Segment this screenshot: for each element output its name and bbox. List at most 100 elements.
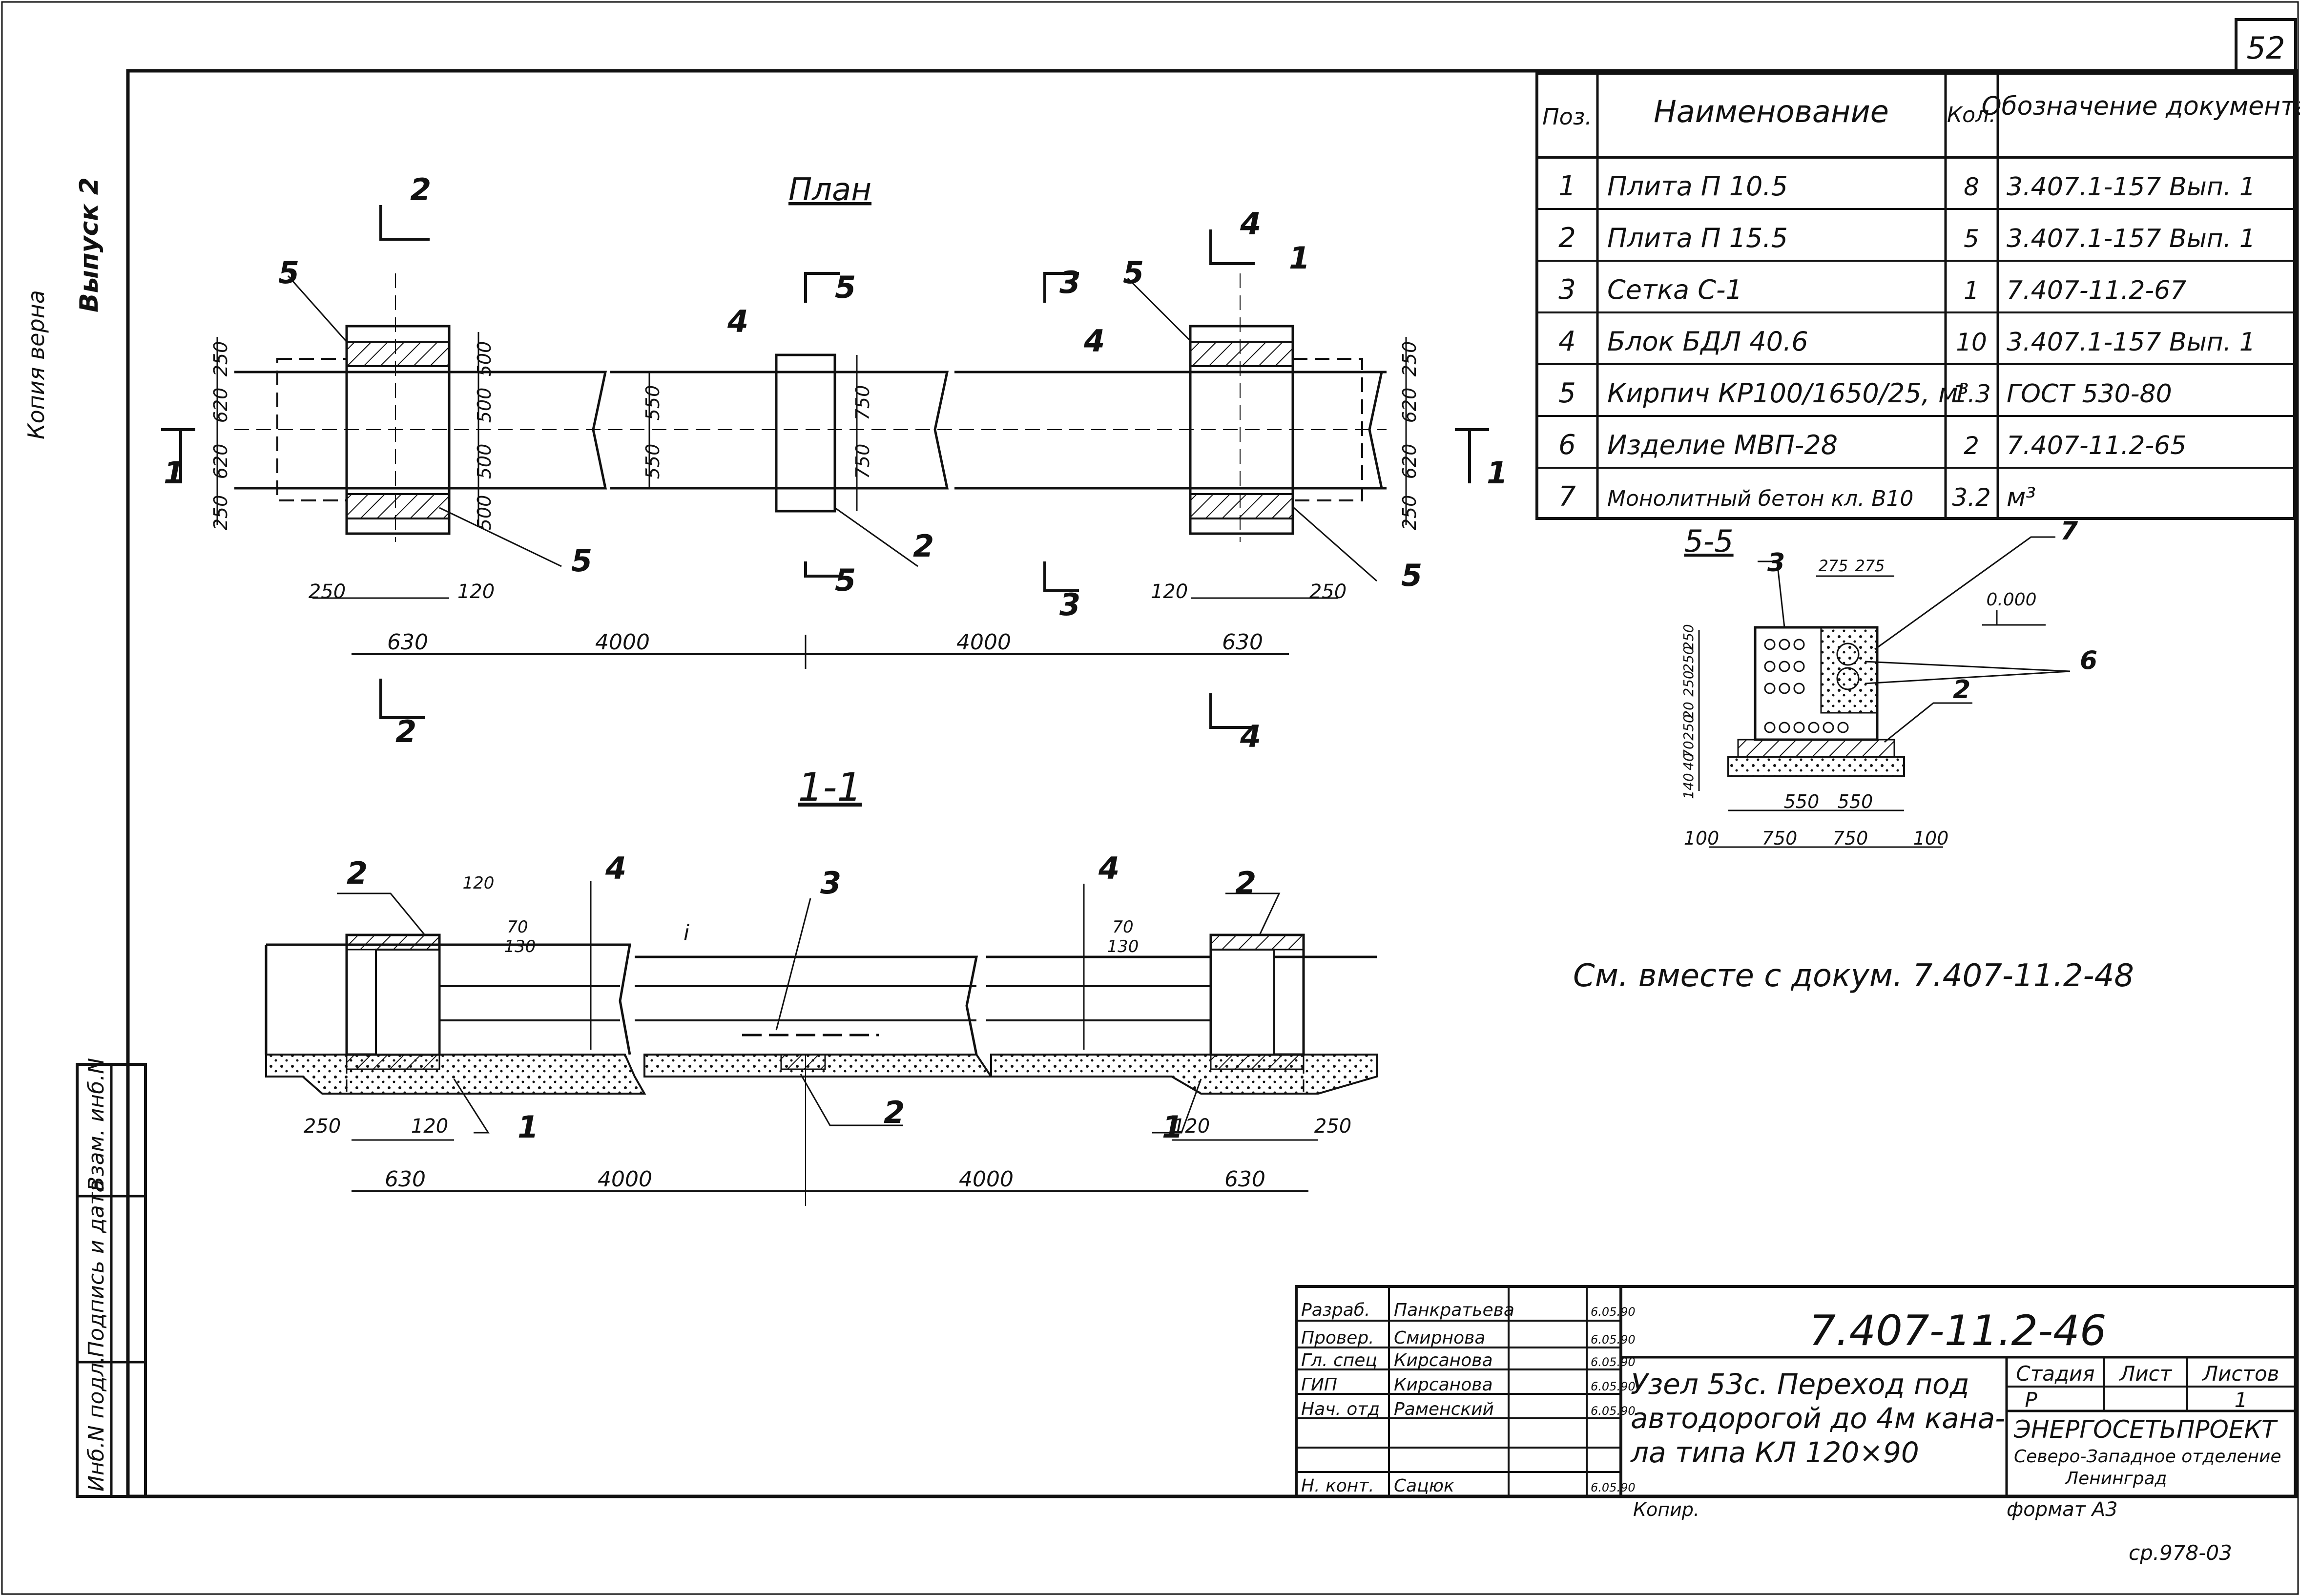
plan-section-mark: 5 [835, 562, 856, 598]
plan-dim-550: 550 [642, 444, 663, 479]
spec-row-name: Сетка С-1 [1607, 274, 1742, 305]
spec-row-name: Кирпич КР100/1650/25, м³ [1607, 378, 1968, 409]
reference-note: См. вместе с докум. 7.407-11.2-48 [1573, 958, 2134, 994]
stamp-inv: Инб.N подл. [84, 1356, 109, 1492]
sheet-number-box: 52 [2235, 18, 2297, 72]
section-11-dim-small: 250 [304, 1115, 341, 1138]
plan-callout: 4 [1083, 323, 1105, 359]
section-11-callout: 2 [1235, 865, 1256, 901]
section-55-top-dim: 275 [1855, 557, 1885, 575]
plan-dim-small: 250 [1309, 580, 1347, 603]
section-11-callout: 4 [605, 850, 626, 886]
section-11-dim-main: 4000 [959, 1167, 1014, 1192]
sheet-header: Лист [2119, 1362, 2173, 1386]
plan-dim-750: 750 [852, 385, 873, 421]
title-role: Гл. спец [1301, 1350, 1377, 1370]
plan-dim-main: 4000 [956, 630, 1011, 655]
title-role: Разраб. [1301, 1300, 1370, 1320]
section-55-left-dim: 40 [1680, 753, 1697, 770]
plan-dim-small: 250 [309, 580, 346, 603]
title-date: 6.05.90 [1591, 1380, 1636, 1393]
stamp-replace: Взам. инб.N [84, 1058, 109, 1191]
section-11-dim-small: 120 [411, 1115, 448, 1138]
copied-note: Копир. [1633, 1499, 1699, 1520]
inner-frame [126, 69, 2298, 1498]
plan-callout: 5 [1123, 255, 1144, 290]
section-55-callout: 7 [2060, 517, 2078, 546]
spec-row-qty: 1 [1964, 276, 1979, 305]
plan-section-mark: 2 [410, 172, 431, 207]
section-11-dim-main: 630 [1224, 1167, 1265, 1192]
plan-dim-mid: 500 [474, 341, 495, 377]
section-55-callout: 3 [1767, 548, 1785, 578]
org-division: Северо-Западное отделение [2014, 1447, 2281, 1467]
section-55-top-dim: 275 [1818, 557, 1848, 575]
section-11-dim-main: 630 [385, 1167, 426, 1192]
sheet-number: 52 [2247, 30, 2285, 66]
spec-header-qty: Кол. [1947, 103, 1996, 127]
title-name: Панкратьева [1394, 1300, 1514, 1320]
section-11-slope-label: i [684, 920, 690, 945]
title-line-1: Узел 53с. Переход под [1631, 1368, 1969, 1401]
spec-row-pos: 2 [1558, 222, 1576, 254]
plan-section-mark: 2 [395, 714, 416, 749]
title-name: Сацюк [1394, 1476, 1454, 1496]
spec-row-doc: м³ [2007, 483, 2036, 512]
plan-dim-main: 630 [387, 630, 428, 655]
plan-callout: 4 [727, 304, 748, 339]
title-name: Кирсанова [1394, 1350, 1493, 1370]
plan-dim-750: 750 [852, 444, 873, 479]
title-name: Кирсанова [1394, 1375, 1493, 1395]
spec-row-qty: 8 [1964, 173, 1979, 201]
section-55-dim-550: 550 [1784, 791, 1820, 812]
title-line-3: ла типа КЛ 120×90 [1630, 1436, 1919, 1469]
title-date: 6.05.90 [1591, 1404, 1636, 1418]
spec-row-doc: 3.407.1-157 Вып. 1 [2007, 224, 2256, 253]
section-55-left-dim: 20 [1680, 702, 1697, 719]
plan-dim-right: 250 [1399, 341, 1420, 377]
margin-notes: Копия верна Выпуск 2 [23, 177, 104, 439]
plan-dim-small: 120 [457, 580, 495, 603]
plan-callout: 5 [278, 255, 299, 290]
plan-title: План [788, 172, 871, 208]
spec-row-name: Изделие МВП-28 [1607, 430, 1838, 460]
title-date: 6.05.90 [1591, 1305, 1636, 1319]
title-role: Провер. [1301, 1328, 1374, 1348]
plan-section-mark: 5 [835, 269, 856, 305]
section-55-elevation: 0.000 [1986, 590, 2036, 610]
plan-dim-right: 620 [1399, 444, 1420, 479]
plan-callout: 5 [571, 543, 592, 579]
stamp-sign: Подпись и дата [84, 1180, 109, 1357]
title-role: Нач. отд [1301, 1399, 1380, 1419]
spec-row-pos: 3 [1558, 274, 1576, 306]
spec-header-name: Наименование [1654, 94, 1889, 129]
plan-section-mark: 4 [1240, 206, 1261, 242]
spec-row-pos: 4 [1558, 326, 1576, 357]
section-11-callout: 1 [518, 1109, 539, 1145]
plan-dim-left: 620 [210, 444, 231, 479]
title-role: ГИП [1301, 1375, 1337, 1395]
section-55-left-dim: 70 [1680, 741, 1697, 758]
issue-note: Выпуск 2 [75, 177, 104, 312]
spec-table: Поз. Наименование Кол. Обозначение докум… [1535, 72, 2300, 520]
section-55-callout: 6 [2080, 646, 2097, 675]
section-11-callout: 3 [820, 865, 841, 901]
plan-section-mark: 3 [1059, 587, 1080, 622]
plan-dim-mid: 500 [474, 495, 495, 531]
section-55-dim-550: 550 [1838, 791, 1873, 812]
section-11-callout: 4 [1098, 850, 1119, 886]
section-55-bottom-dim: 100 [1913, 828, 1949, 849]
section-55-left-dim: 140 [1680, 773, 1697, 799]
section-11-callout: 2 [884, 1095, 905, 1130]
section-5-5: 5-5 [1684, 523, 2071, 848]
section-55-bottom-dim: 750 [1762, 828, 1798, 849]
section-55-callout: 2 [1953, 675, 1970, 705]
spec-row-pos: 5 [1558, 377, 1576, 409]
title-role: Н. конт. [1301, 1476, 1374, 1496]
spec-row-doc: 7.407-11.2-65 [2007, 431, 2186, 460]
section-55-left-dim: 250 [1680, 646, 1697, 672]
section-55-bottom-dim: 750 [1833, 828, 1868, 849]
